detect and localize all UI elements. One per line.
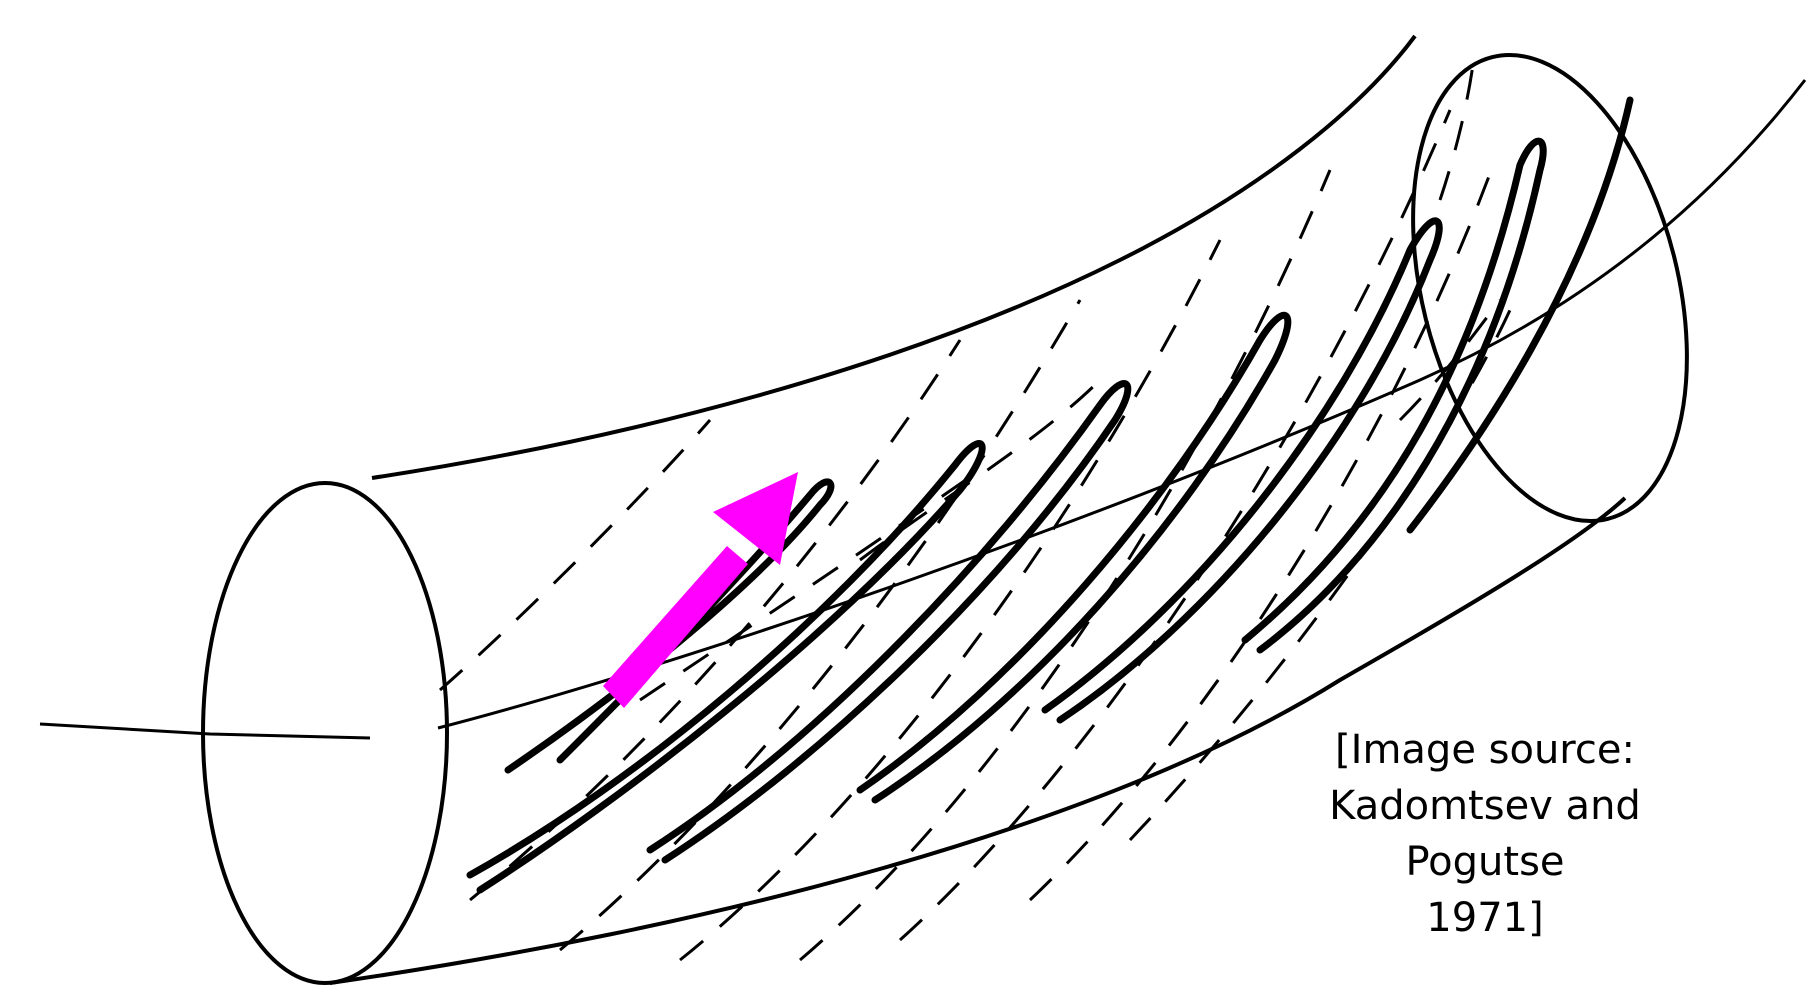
caption-line-3: 1971] <box>1250 890 1720 946</box>
arrow-shaft <box>603 546 748 708</box>
caption-line-2: Kadomtsev and Pogutse <box>1250 778 1720 890</box>
image-source-caption: [Image source: Kadomtsev and Pogutse 197… <box>1250 722 1720 946</box>
caption-line-1: [Image source: <box>1250 722 1720 778</box>
tube-left-cap <box>203 483 447 983</box>
